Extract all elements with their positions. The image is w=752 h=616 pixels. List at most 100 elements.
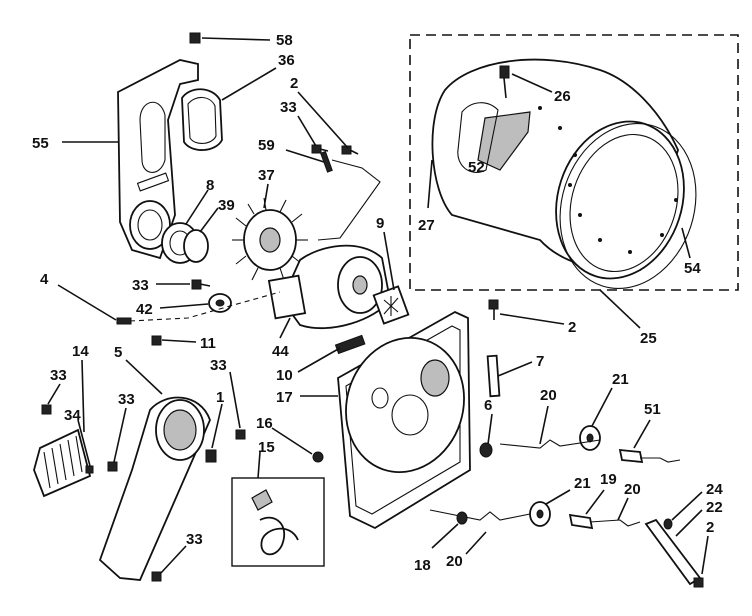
label-15: 15 bbox=[258, 439, 275, 456]
bulkhead-rear bbox=[117, 32, 223, 260]
felt-seal bbox=[181, 88, 223, 151]
drum-dashed-box bbox=[409, 34, 739, 291]
label-4: 4 bbox=[40, 271, 49, 288]
label-26: 26 bbox=[554, 88, 571, 105]
screw-34 bbox=[85, 465, 94, 474]
motor-hardware bbox=[116, 279, 281, 346]
front-bulkhead bbox=[337, 299, 501, 530]
callouts: 58 36 2 33 55 59 37 8 39 9 26 52 27 bbox=[32, 32, 723, 575]
front-panel-port bbox=[371, 387, 389, 409]
drum-rim-inner bbox=[569, 133, 679, 273]
blower-motor-assembly bbox=[232, 144, 410, 355]
lower-right-dash bbox=[589, 519, 641, 527]
label-5: 5 bbox=[114, 344, 122, 361]
screw-33-duct-right bbox=[235, 429, 246, 440]
label-58: 58 bbox=[276, 32, 293, 49]
label-54: 54 bbox=[684, 260, 701, 277]
kit-wire-loop bbox=[259, 516, 299, 556]
label-33-bottom: 33 bbox=[186, 531, 203, 548]
label-7: 7 bbox=[536, 353, 544, 370]
drum-assembly bbox=[409, 34, 739, 291]
label-33-duct: 33 bbox=[118, 391, 135, 408]
motor-switch-symbol bbox=[383, 296, 399, 316]
rear-seal-strip bbox=[486, 354, 501, 398]
roller-shafts bbox=[429, 425, 704, 588]
label-25: 25 bbox=[640, 330, 657, 347]
label-24: 24 bbox=[706, 481, 723, 498]
label-36: 36 bbox=[278, 52, 295, 69]
bulkhead-vent bbox=[136, 172, 170, 192]
label-51: 51 bbox=[644, 401, 661, 418]
label-34: 34 bbox=[64, 407, 81, 424]
bulkhead-bearing-housing bbox=[129, 200, 171, 250]
roller-shaft-lower bbox=[568, 513, 594, 530]
motor-mount bbox=[267, 274, 307, 320]
kit-fuse bbox=[251, 489, 273, 511]
bulkhead-slot bbox=[139, 101, 166, 173]
screw-33-lint bbox=[41, 404, 52, 415]
label-39: 39 bbox=[218, 197, 235, 214]
label-37: 37 bbox=[258, 167, 275, 184]
drum-baffle-cutout bbox=[457, 102, 499, 173]
label-16: 16 bbox=[256, 415, 273, 432]
thermostat bbox=[205, 449, 217, 463]
screw-33-bottom bbox=[151, 571, 162, 582]
label-9: 9 bbox=[376, 215, 384, 232]
label-21-upper: 21 bbox=[612, 371, 629, 388]
front-panel-inner bbox=[345, 325, 461, 515]
label-42: 42 bbox=[136, 301, 153, 318]
label-27: 27 bbox=[418, 217, 435, 234]
label-2-bottom: 2 bbox=[706, 519, 714, 536]
thermal-fuse bbox=[312, 451, 324, 463]
blower-wheel bbox=[232, 197, 308, 281]
idler-bracket-small bbox=[334, 334, 366, 355]
label-21-lower: 21 bbox=[574, 475, 591, 492]
bulkhead-bearing-inner bbox=[137, 209, 163, 241]
label-17: 17 bbox=[276, 389, 293, 406]
motor-screws bbox=[311, 144, 359, 155]
label-52: 52 bbox=[468, 159, 485, 176]
front-panel-hub bbox=[391, 394, 429, 436]
clip-4 bbox=[116, 317, 132, 325]
label-19: 19 bbox=[600, 471, 617, 488]
label-18: 18 bbox=[414, 557, 431, 574]
roller-shaft-upper bbox=[618, 448, 644, 464]
label-10: 10 bbox=[276, 367, 293, 384]
drum-screw bbox=[499, 65, 510, 99]
label-59: 59 bbox=[258, 137, 275, 154]
drum-roller bbox=[479, 442, 493, 458]
drum-rim-holes bbox=[538, 106, 678, 254]
label-11: 11 bbox=[200, 335, 216, 352]
upper-dash bbox=[499, 439, 601, 449]
label-14: 14 bbox=[72, 343, 89, 360]
label-33-top: 33 bbox=[280, 99, 297, 116]
bulkhead-top-screw bbox=[189, 32, 201, 44]
label-1: 1 bbox=[216, 389, 224, 406]
lower-dash bbox=[429, 509, 531, 521]
lint-screen bbox=[33, 428, 92, 498]
motor-wire bbox=[317, 159, 381, 241]
bearing-assembly bbox=[161, 222, 209, 264]
dash-4-to-motor bbox=[129, 291, 281, 322]
label-20-mid: 20 bbox=[624, 481, 641, 498]
idler-spacer bbox=[663, 518, 673, 530]
drum-baffle bbox=[477, 111, 531, 171]
label-8: 8 bbox=[206, 177, 214, 194]
label-33-right: 33 bbox=[210, 357, 227, 374]
lint-screen-mesh bbox=[43, 435, 83, 489]
label-20-upper: 20 bbox=[540, 387, 557, 404]
label-20-bottom: 20 bbox=[446, 553, 463, 570]
label-6: 6 bbox=[484, 397, 492, 414]
front-panel-grille bbox=[420, 359, 450, 397]
label-2-mid: 2 bbox=[568, 319, 576, 336]
exhaust-duct-grille-mesh bbox=[163, 409, 197, 451]
screw-33-duct bbox=[107, 461, 118, 472]
label-33-left: 33 bbox=[50, 367, 67, 384]
upper-right-dash bbox=[640, 457, 681, 463]
motor-pin bbox=[320, 150, 333, 173]
drum-rim-seal bbox=[559, 122, 697, 290]
front-panel-screw bbox=[488, 299, 499, 310]
idler-arm-nut bbox=[693, 577, 704, 588]
label-33-mid: 33 bbox=[132, 277, 149, 294]
